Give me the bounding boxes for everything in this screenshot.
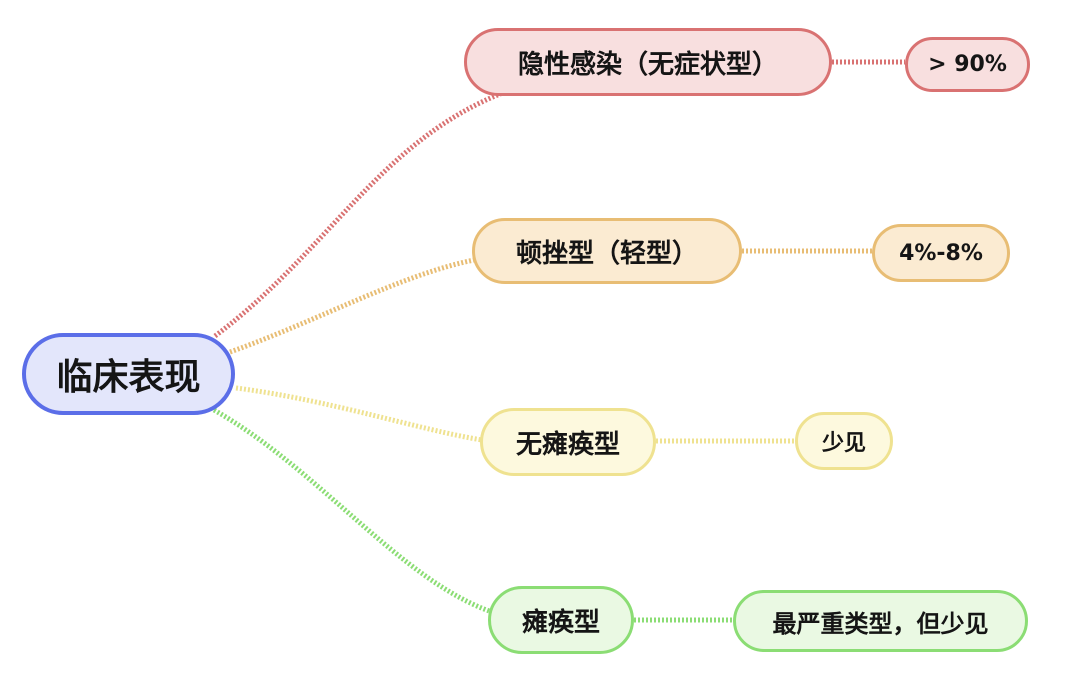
- branch-paralytic: 瘫痪型: [488, 586, 634, 654]
- detail-abortive: 4%-8%: [872, 224, 1010, 282]
- root-node: 临床表现: [22, 333, 235, 415]
- detail-nonparalytic: 少见: [795, 412, 893, 470]
- branch-nonparalytic: 无瘫痪型: [480, 408, 656, 476]
- branch-inapparent-infection: 隐性感染（无症状型）: [464, 28, 832, 96]
- link-root-to-inapparent: [213, 89, 506, 339]
- link-root-to-abortive: [229, 257, 475, 355]
- detail-paralytic: 最严重类型，但少见: [733, 590, 1028, 652]
- branch-abortive: 顿挫型（轻型）: [472, 218, 742, 284]
- link-root-to-nonparalytic: [235, 385, 483, 443]
- detail-inapparent-infection: > 90%: [905, 37, 1030, 92]
- link-root-to-paralytic: [212, 407, 493, 615]
